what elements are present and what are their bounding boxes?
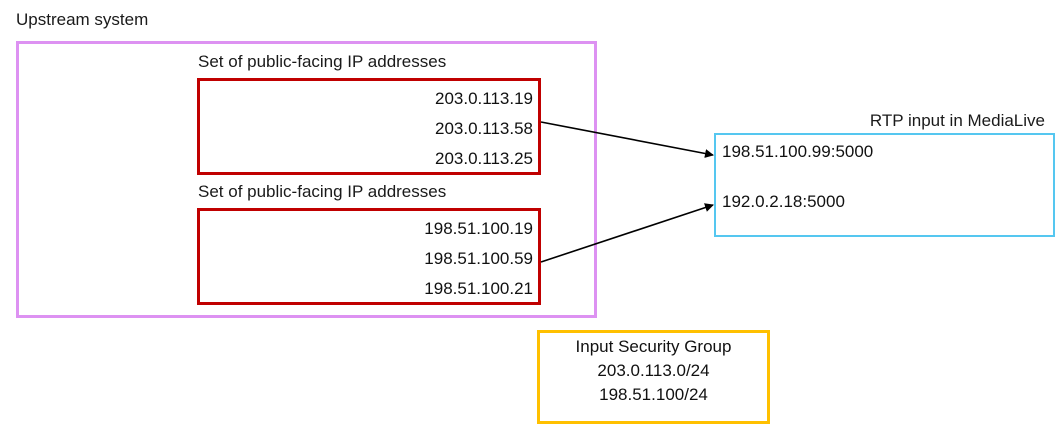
ip-address: 198.51.100.19 bbox=[424, 219, 533, 238]
ip-address: 203.0.113.25 bbox=[435, 149, 533, 168]
upstream-system-container bbox=[16, 41, 597, 318]
medialive-endpoint: 192.0.2.18:5000 bbox=[722, 192, 845, 211]
medialive-rtp-input-box bbox=[714, 133, 1055, 237]
ip-set-1-box bbox=[197, 78, 541, 175]
ip-address: 198.51.100.21 bbox=[424, 279, 533, 298]
ip-address: 203.0.113.19 bbox=[435, 89, 533, 108]
ip-set-1-label: Set of public-facing IP addresses bbox=[198, 52, 447, 71]
input-security-group-cidr: 203.0.113.0/24 bbox=[597, 361, 710, 380]
input-security-group-cidr: 198.51.100/24 bbox=[599, 385, 708, 404]
input-security-group-box bbox=[537, 330, 770, 424]
medialive-endpoint: 198.51.100.99:5000 bbox=[722, 142, 874, 161]
ip-address: 203.0.113.58 bbox=[435, 119, 533, 138]
ip-set-2-addresses: 198.51.100.19 198.51.100.59 198.51.100.2… bbox=[197, 214, 533, 304]
upstream-system-label: Upstream system bbox=[16, 10, 149, 29]
ip-address: 198.51.100.59 bbox=[424, 249, 533, 268]
ip-set-2-label: Set of public-facing IP addresses bbox=[198, 182, 447, 201]
input-security-group-title: Input Security Group bbox=[575, 337, 732, 356]
ip-set-1-addresses: 203.0.113.19 203.0.113.58 203.0.113.25 bbox=[197, 84, 533, 174]
ip-set-2-box bbox=[197, 208, 541, 305]
medialive-label: RTP input in MediaLive bbox=[869, 111, 1045, 130]
